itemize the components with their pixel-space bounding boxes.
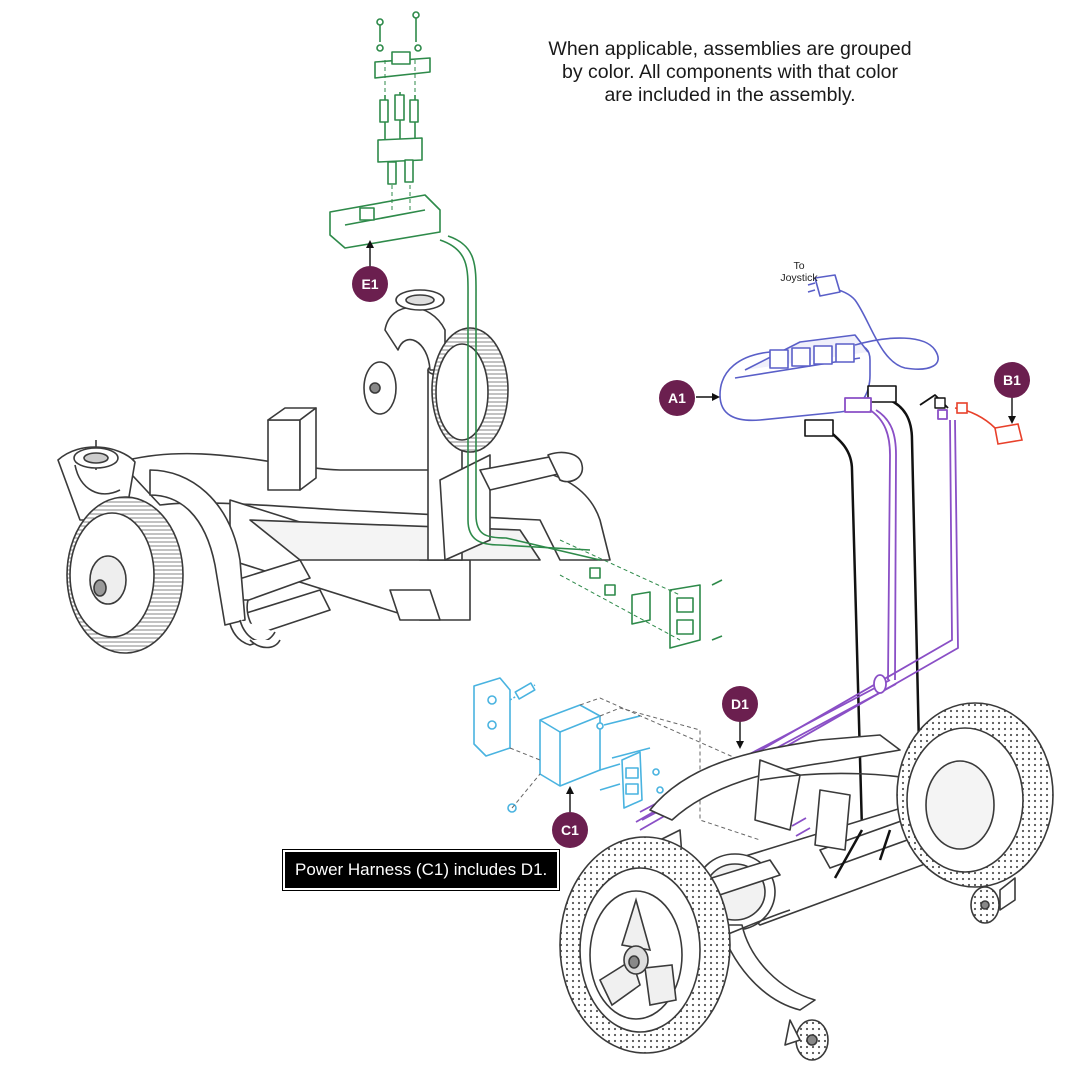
c1-leader-arrow [566,786,574,794]
note-line-2: by color. All components with that color [561,61,898,83]
power-harness-callout: Power Harness (C1) includes D1. [281,849,561,891]
b1-part [954,402,1023,445]
a1-leader-arrow [712,393,720,401]
rear-left-wheel [559,836,731,1054]
joystick-label-line-1: To [793,260,805,272]
black-harness [804,385,949,831]
rear-right-wheel [896,702,1054,888]
joystick-label-line-2: Joystick [780,272,818,284]
c1-power-harness [473,677,664,813]
c1-dashed-guides [509,697,761,841]
to-joystick-label: To Joystick [764,260,834,284]
e1-assembly [329,11,723,649]
e1-leader-arrow [366,240,374,248]
d1-leader-arrow [736,741,744,749]
note-line-1: When applicable, assemblies are grouped [548,38,912,60]
a1-controller [719,274,939,422]
e1-dashed-guides [384,60,681,641]
rear-harness-overlay [833,829,892,879]
note-line-3: are included in the assembly. [604,84,856,106]
badge-b1[interactable]: B1 [994,362,1030,398]
badge-c1[interactable]: C1 [552,812,588,848]
badge-a1[interactable]: A1 [659,380,695,416]
b1-leader-arrow [1008,416,1016,424]
front-right-wheel [363,327,509,453]
front-left-wheel [66,447,184,654]
badge-e1[interactable]: E1 [352,266,388,302]
badge-d1[interactable]: D1 [722,686,758,722]
assembly-color-note: When applicable, assemblies are grouped … [490,38,970,107]
